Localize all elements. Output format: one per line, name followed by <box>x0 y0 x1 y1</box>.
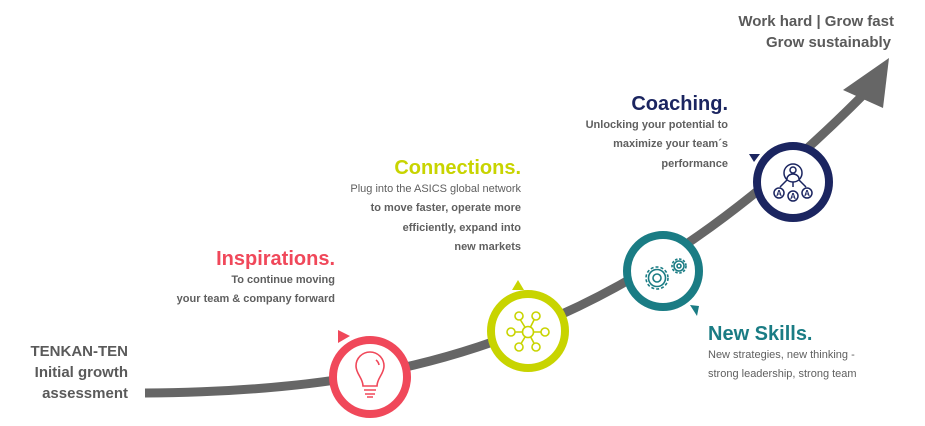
lightbulb-icon <box>355 351 385 398</box>
connections-line: efficiently, expand into <box>402 221 521 234</box>
coaching-line: performance <box>661 157 728 170</box>
marker-triangle <box>749 154 760 162</box>
connections-text: Connections. Plug into the ASICS global … <box>350 156 521 257</box>
svg-text:A: A <box>804 189 810 198</box>
start-line-3: assessment <box>42 385 128 402</box>
inspirations-title: Inspirations. <box>216 248 335 270</box>
marker-triangle <box>338 330 350 343</box>
start-label: TENKAN-TEN Initial growth assessment <box>31 341 129 404</box>
connections-line: Plug into the ASICS global network <box>350 183 521 195</box>
svg-text:A: A <box>776 189 782 198</box>
headline-line-2: Grow sustainably <box>765 34 891 51</box>
coaching-team-icon: A A A <box>773 163 813 202</box>
coaching-line: maximize your team´s <box>613 138 728 151</box>
start-line-2: Initial growth <box>34 364 128 381</box>
inspirations-circle <box>329 336 411 418</box>
connections-circle <box>487 290 569 372</box>
coaching-line: Unlocking your potential to <box>585 119 728 131</box>
connections-line: to move faster, operate more <box>370 202 521 215</box>
marker-triangle <box>690 305 699 316</box>
svg-text:A: A <box>790 192 796 201</box>
coaching-circle: A A A <box>753 142 833 222</box>
inspirations-text: Inspirations. To continue moving your te… <box>177 247 335 310</box>
gears-icon <box>645 258 687 290</box>
connections-line: new markets <box>454 240 521 253</box>
inspirations-line: To continue moving <box>231 274 335 286</box>
headline: Work hard | Grow fast Grow sustainably <box>738 11 894 53</box>
new-skills-circle <box>623 231 703 311</box>
coaching-text: Coaching. Unlocking your potential to ma… <box>586 92 728 174</box>
inspirations-line: your team & company forward <box>176 293 335 306</box>
marker-triangle <box>512 280 524 290</box>
headline-line-1: Work hard | Grow fast <box>738 13 894 30</box>
new-skills-title: New Skills. <box>708 323 813 345</box>
arrowhead <box>843 58 889 108</box>
new-skills-text: New Skills. New strategies, new thinking… <box>708 322 857 385</box>
coaching-title: Coaching. <box>631 93 728 115</box>
start-line-1: TENKAN-TEN <box>30 343 129 360</box>
new-skills-line: strong leadership, strong team <box>708 368 857 381</box>
new-skills-line: New strategies, new thinking - <box>708 349 855 361</box>
network-icon <box>506 311 550 352</box>
connections-title: Connections. <box>394 157 521 179</box>
